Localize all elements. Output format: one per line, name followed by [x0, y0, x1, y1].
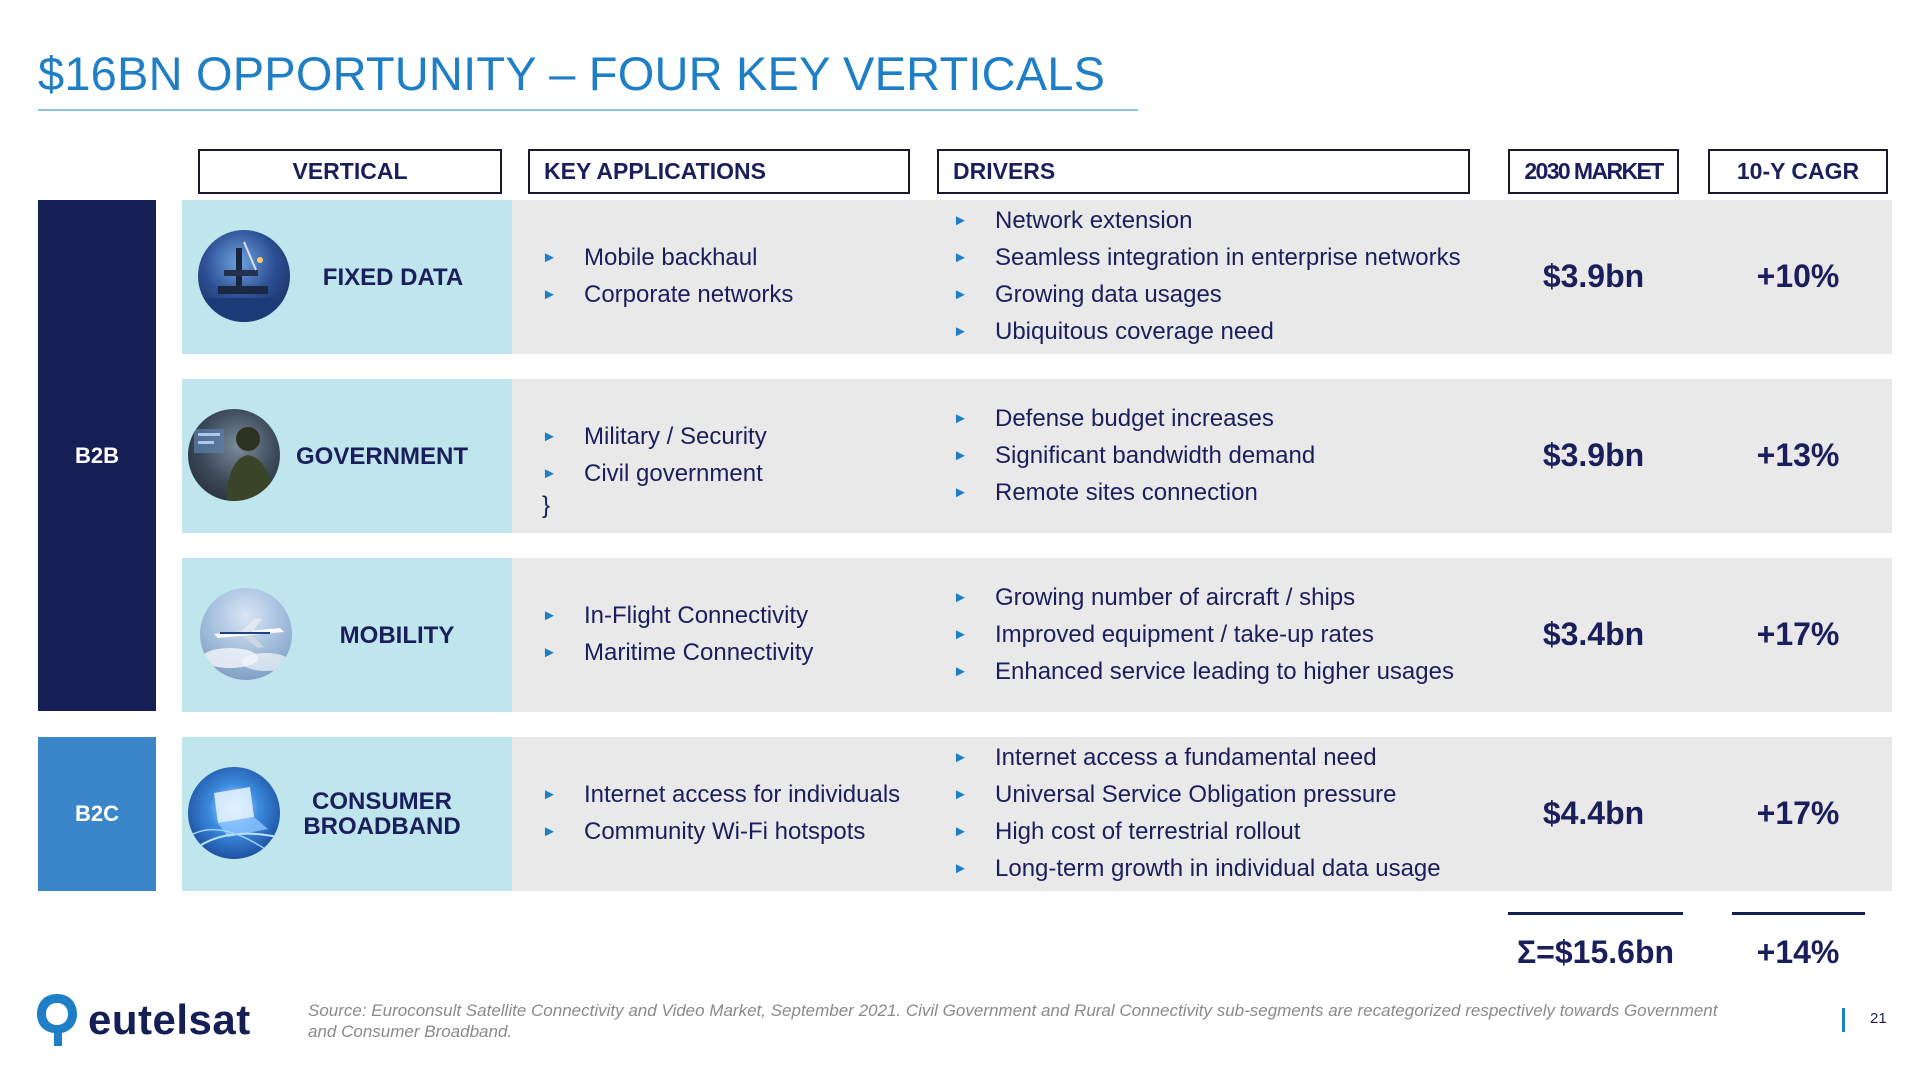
bullet-arrow-icon: ► [953, 249, 968, 266]
row-consumer-broadband: CONSUMER BROADBAND ►Internet access for … [182, 737, 1892, 891]
cagr-value: +17% [1756, 795, 1840, 831]
list-item: ►In-Flight Connectivity [542, 597, 813, 634]
list-item: ►Enhanced service leading to higher usag… [953, 653, 1454, 690]
page-number: 21 [1870, 1010, 1887, 1027]
bullet-arrow-icon: ► [953, 663, 968, 680]
bullet-arrow-icon: ► [953, 447, 968, 464]
offshore-platform-icon [198, 241, 290, 322]
list-item: ►Maritime Connectivity [542, 634, 813, 671]
header-drivers: DRIVERS [937, 149, 1470, 194]
bullet-arrow-icon: ► [542, 465, 557, 482]
bullet-arrow-icon: ► [953, 823, 968, 840]
bullet-arrow-icon: ► [542, 644, 557, 661]
page-title: $16BN OPPORTUNITY – FOUR KEY VERTICALS [38, 47, 1106, 100]
list-item: ►Mobile backhaul [542, 239, 793, 276]
drivers-list: ►Growing number of aircraft / ships ►Imp… [953, 579, 1454, 690]
list-item: ►Improved equipment / take-up rates [953, 616, 1454, 653]
segment-b2b: B2B [38, 200, 156, 711]
source-footnote: Source: Euroconsult Satellite Connectivi… [308, 1001, 1718, 1041]
bullet-arrow-icon: ► [953, 323, 968, 340]
header-10y-cagr: 10-Y CAGR [1708, 149, 1888, 194]
bullet-arrow-icon: ► [542, 823, 557, 840]
row-government: GOVERNMENT ►Military / Security ►Civil g… [182, 379, 1892, 533]
list-item: ►Growing data usages [953, 276, 1461, 313]
list-item: ►Remote sites connection [953, 474, 1315, 511]
list-item: ►Defense budget increases [953, 400, 1315, 437]
header-key-applications: KEY APPLICATIONS [528, 149, 910, 194]
total-cagr-value: +14% [1756, 934, 1840, 970]
airplane-icon [202, 618, 290, 671]
list-item: ►Ubiquitous coverage need [953, 313, 1461, 350]
bullet-arrow-icon: ► [953, 212, 968, 229]
bullet-arrow-icon: ► [542, 786, 557, 803]
vertical-cell: MOBILITY [182, 558, 512, 712]
soldier-icon [194, 427, 274, 501]
header-2030-market: 2030 MARKET [1508, 149, 1679, 194]
bullet-arrow-icon: ► [542, 286, 557, 303]
list-item: ►Growing number of aircraft / ships [953, 579, 1454, 616]
page-number-divider [1842, 1008, 1845, 1032]
airplane-photo-icon [200, 588, 292, 680]
segment-b2c: B2C [38, 737, 156, 891]
logo-wordmark: eutelsat [88, 996, 251, 1043]
market-value: $3.9bn [1542, 258, 1645, 294]
bullet-arrow-icon: ► [953, 410, 968, 427]
applications-list: ►Mobile backhaul ►Corporate networks [542, 239, 793, 313]
bullet-arrow-icon: ► [542, 428, 557, 445]
list-item: ►Community Wi-Fi hotspots [542, 813, 900, 850]
bullet-arrow-icon: ► [542, 607, 557, 624]
drivers-list: ►Network extension ►Seamless integration… [953, 202, 1461, 350]
eutelsat-logo: eutelsat [34, 990, 251, 1050]
vertical-cell: FIXED DATA [182, 200, 512, 354]
row-mobility: MOBILITY ►In-Flight Connectivity ►Mariti… [182, 558, 1892, 712]
offshore-platform-photo-icon [198, 230, 290, 322]
total-cagr-rule [1732, 912, 1865, 915]
cagr-value: +17% [1756, 616, 1840, 652]
list-item: ►Civil government [542, 455, 767, 492]
laptop-icon [188, 787, 279, 852]
bullet-arrow-icon: ► [542, 249, 557, 266]
vertical-label: GOVERNMENT [295, 442, 468, 470]
cagr-value: +10% [1756, 258, 1840, 294]
bullet-arrow-icon: ► [953, 626, 968, 643]
applications-list: ►Military / Security ►Civil government } [542, 418, 767, 520]
row-fixed-data: FIXED DATA ►Mobile backhaul ►Corporate n… [182, 200, 1892, 354]
drivers-list: ►Internet access a fundamental need ►Uni… [953, 739, 1441, 887]
applications-list: ►In-Flight Connectivity ►Maritime Connec… [542, 597, 813, 671]
vertical-label: FIXED DATA [322, 263, 464, 291]
drivers-list: ►Defense budget increases ►Significant b… [953, 400, 1315, 511]
header-vertical: VERTICAL [198, 149, 502, 194]
list-item: ►Seamless integration in enterprise netw… [953, 239, 1461, 276]
laptop-photo-icon [188, 767, 280, 859]
bullet-arrow-icon: ► [953, 786, 968, 803]
list-item: ►Long-term growth in individual data usa… [953, 850, 1441, 887]
list-item: ►Internet access for individuals [542, 776, 900, 813]
title-underline [38, 109, 1138, 111]
eutelsat-logo-mark-icon [37, 994, 77, 1046]
soldier-photo-icon [188, 409, 280, 501]
list-item: ►Significant bandwidth demand [953, 437, 1315, 474]
list-item: ►Universal Service Obligation pressure [953, 776, 1441, 813]
list-item: ►Military / Security [542, 418, 767, 455]
market-value: $4.4bn [1542, 795, 1645, 831]
list-item: ►Corporate networks [542, 276, 793, 313]
list-item: ►High cost of terrestrial rollout [953, 813, 1441, 850]
market-value: $3.9bn [1542, 437, 1645, 473]
list-item: ►Network extension [953, 202, 1461, 239]
cagr-value: +13% [1756, 437, 1840, 473]
bullet-arrow-icon: ► [953, 860, 968, 877]
total-market-value: Σ=$15.6bn [1516, 934, 1675, 970]
vertical-label: CONSUMER BROADBAND [303, 788, 461, 840]
market-value: $3.4bn [1542, 616, 1645, 652]
total-market-rule [1508, 912, 1683, 915]
bullet-arrow-icon: ► [953, 484, 968, 501]
vertical-label: MOBILITY [339, 621, 455, 649]
vertical-cell: CONSUMER BROADBAND [182, 737, 512, 891]
list-item: ►Internet access a fundamental need [953, 739, 1441, 776]
vertical-cell: GOVERNMENT [182, 379, 512, 533]
bullet-arrow-icon: ► [953, 589, 968, 606]
bullet-arrow-icon: ► [953, 286, 968, 303]
bullet-arrow-icon: ► [953, 749, 968, 766]
applications-list: ►Internet access for individuals ►Commun… [542, 776, 900, 850]
